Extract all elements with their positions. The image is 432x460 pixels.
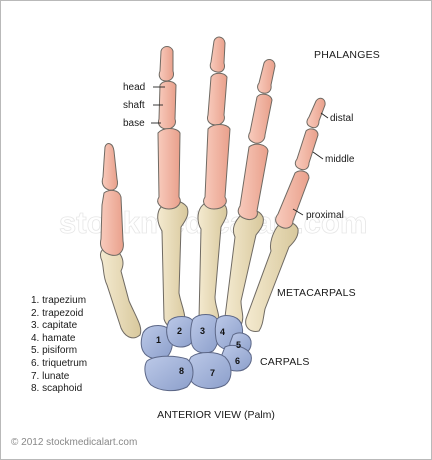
leader-lines xyxy=(151,86,329,216)
view-caption: ANTERIOR VIEW (Palm) xyxy=(157,409,275,421)
metacarpals xyxy=(100,200,299,339)
legend-item: 2. trapezoid xyxy=(31,307,84,319)
leader-middle xyxy=(312,151,324,160)
label-carpals: CARPALS xyxy=(260,356,310,368)
legend-item: 5. pisiform xyxy=(31,345,78,357)
middle-middle-phalanx xyxy=(207,72,228,126)
legend-item: 6. triquetrum xyxy=(31,357,88,369)
carpal-number-2: 2 xyxy=(177,326,182,336)
little-middle-phalanx xyxy=(294,128,319,171)
phalanges xyxy=(100,36,326,256)
thumb-proximal-phalanx xyxy=(100,189,124,256)
label-distal: distal xyxy=(330,113,353,124)
carpal-number-6: 6 xyxy=(235,356,240,366)
little-proximal-phalanx xyxy=(275,170,310,229)
carpal-number-5: 5 xyxy=(236,340,241,350)
carpal-number-1: 1 xyxy=(156,335,161,345)
ring-middle-phalanx xyxy=(248,93,273,144)
leader-distal xyxy=(320,112,329,119)
carpal-number-8: 8 xyxy=(179,366,184,376)
legend-item: 3. capitate xyxy=(31,320,78,332)
label-head: head xyxy=(123,82,145,93)
metacarpal-thumb xyxy=(100,246,142,339)
carpal-scaphoid xyxy=(144,355,194,392)
leader-proximal xyxy=(292,208,304,216)
carpal-capitate xyxy=(190,314,220,354)
metacarpal-little xyxy=(245,221,299,332)
middle-distal-phalanx xyxy=(209,36,226,73)
metacarpal-ring xyxy=(224,209,264,328)
label-proximal: proximal xyxy=(306,210,344,221)
carpal-legend: 1. trapezium 2. trapezoid 3. capitate 4.… xyxy=(31,295,87,396)
index-distal-phalanx xyxy=(158,46,174,82)
little-distal-phalanx xyxy=(306,97,326,129)
carpal-trapezoid xyxy=(166,316,196,348)
metacarpal-index xyxy=(157,200,189,329)
legend-item: 7. lunate xyxy=(31,370,70,382)
legend-item: 1. trapezium xyxy=(31,295,87,306)
label-middle: middle xyxy=(325,154,355,165)
copyright-notice: © 2012 stockmedicalart.com xyxy=(11,437,138,448)
middle-proximal-phalanx xyxy=(203,124,231,210)
label-shaft: shaft xyxy=(123,100,145,111)
label-phalanges: PHALANGES xyxy=(314,49,380,61)
legend-item: 8. scaphoid xyxy=(31,383,83,395)
carpal-number-3: 3 xyxy=(200,326,205,336)
label-base: base xyxy=(123,118,145,129)
label-metacarpals: METACARPALS xyxy=(277,287,356,299)
carpal-number-4: 4 xyxy=(220,327,225,337)
carpal-number-7: 7 xyxy=(210,368,215,378)
metacarpal-middle xyxy=(197,200,228,329)
legend-item: 4. hamate xyxy=(31,332,76,344)
ring-proximal-phalanx xyxy=(237,143,269,220)
thumb-distal-phalanx xyxy=(101,143,118,191)
index-middle-phalanx xyxy=(158,80,177,130)
ring-distal-phalanx xyxy=(257,58,276,94)
carpal-numbers: 1 2 3 4 5 6 7 8 xyxy=(156,326,241,378)
index-proximal-phalanx xyxy=(157,128,181,210)
carpals xyxy=(140,314,252,392)
